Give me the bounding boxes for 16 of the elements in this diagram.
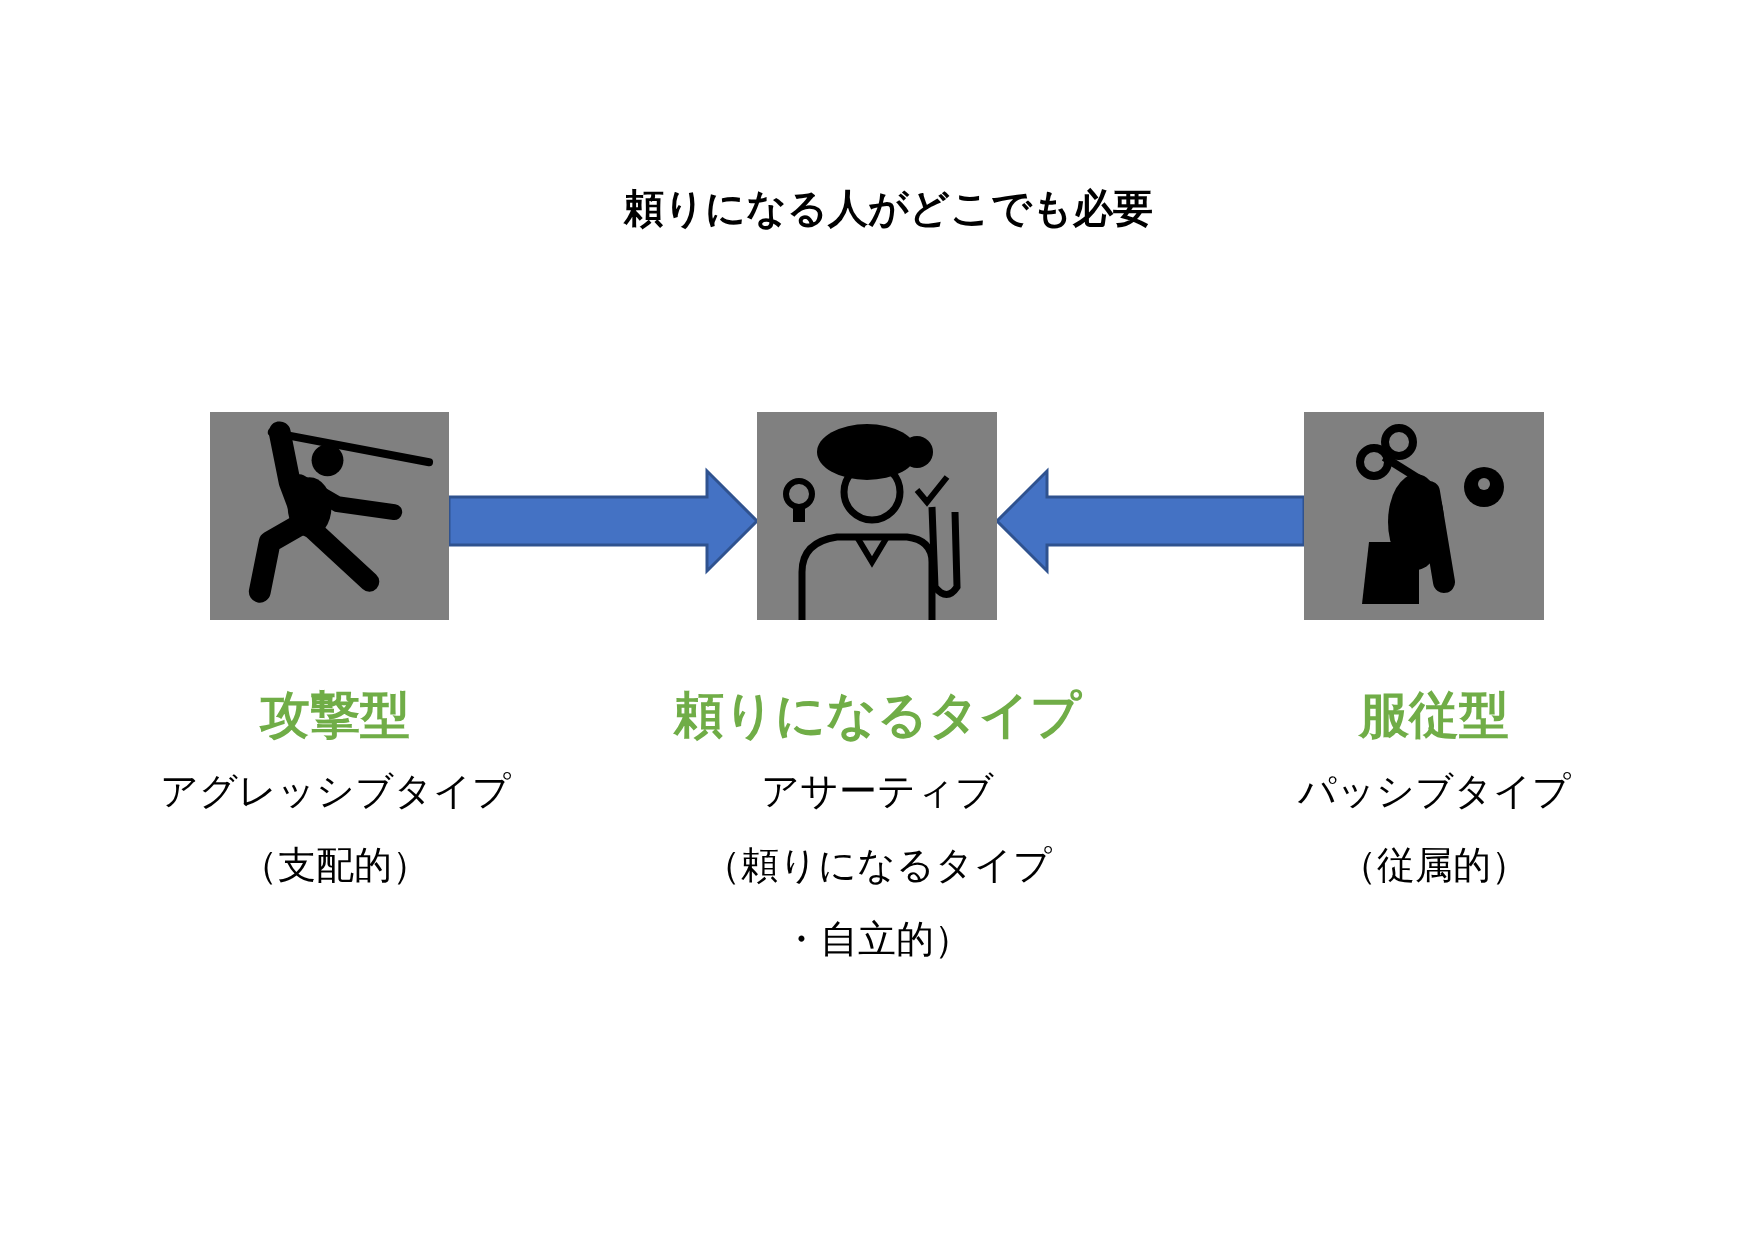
title: 頼りになる人がどこでも必要 <box>623 188 1153 228</box>
type-description: （従属的） <box>1339 846 1529 884</box>
type-heading: 頼りになるタイプ <box>673 690 1081 740</box>
icon-tile <box>1304 412 1544 620</box>
icon-tile <box>210 412 449 620</box>
type-description: ・自立的） <box>782 920 972 958</box>
type-description: パッシブタイプ <box>1297 772 1571 810</box>
type-heading: 服従型 <box>1359 690 1509 740</box>
icon-tile <box>757 412 997 620</box>
block-arrow <box>994 467 1306 575</box>
block-arrow <box>447 467 760 575</box>
type-description: アグレッシブタイプ <box>159 772 511 810</box>
type-description: （支配的） <box>240 846 430 884</box>
type-heading: 攻撃型 <box>260 690 410 740</box>
type-description: アサーティブ <box>760 772 994 810</box>
type-description: （頼りになるタイプ <box>702 846 1052 884</box>
